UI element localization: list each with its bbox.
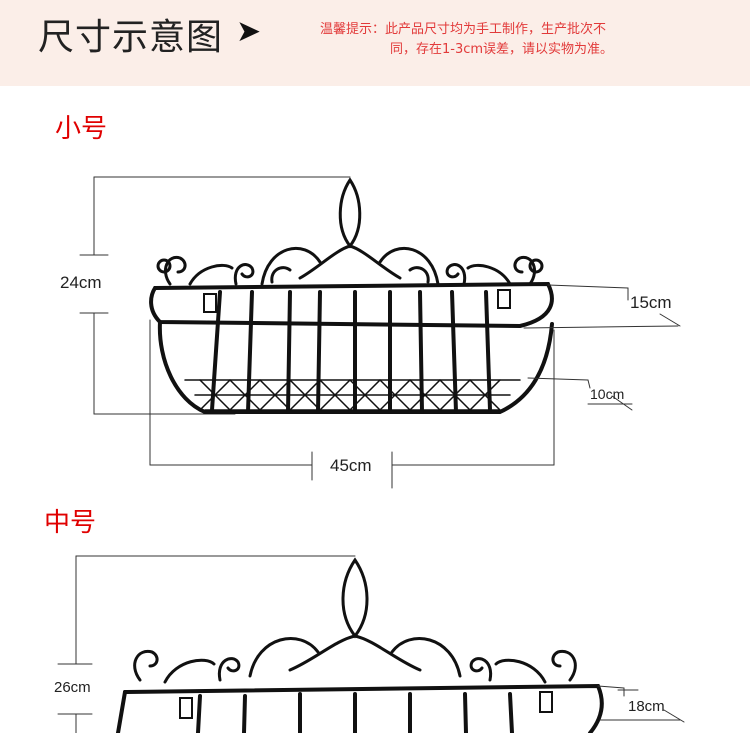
- medium-depth-top-label: 18cm: [628, 698, 665, 715]
- notice-line-2: 同，存在1-3cm误差，请以实物为准。: [390, 42, 614, 57]
- small-width-label: 45cm: [330, 456, 372, 475]
- page-title: 尺寸示意图: [38, 17, 224, 58]
- small-width-dimension: [149, 319, 555, 489]
- small-depth-bottom-label: 10cm: [590, 386, 625, 402]
- notice-line-1: 温馨提示：此产品尺寸均为手工制作，生产批次不: [320, 22, 607, 37]
- small-depth-top-label: 15cm: [630, 293, 672, 312]
- size-label-medium: 中号: [44, 508, 97, 538]
- header-banner: 尺寸示意图 ➤ 温馨提示：此产品尺寸均为手工制作，生产批次不 同，存在1-3cm…: [0, 0, 750, 86]
- small-height-label: 24cm: [60, 273, 102, 292]
- medium-basket: [57, 555, 685, 733]
- notice-text: 温馨提示：此产品尺寸均为手工制作，生产批次不 同，存在1-3cm误差，请以实物为…: [320, 20, 650, 60]
- medium-height-dimension: [57, 555, 356, 733]
- size-label-small: 小号: [55, 114, 108, 144]
- arrow-icon: ➤: [236, 14, 262, 49]
- medium-height-label: 26cm: [54, 679, 91, 696]
- small-basket: [79, 176, 681, 489]
